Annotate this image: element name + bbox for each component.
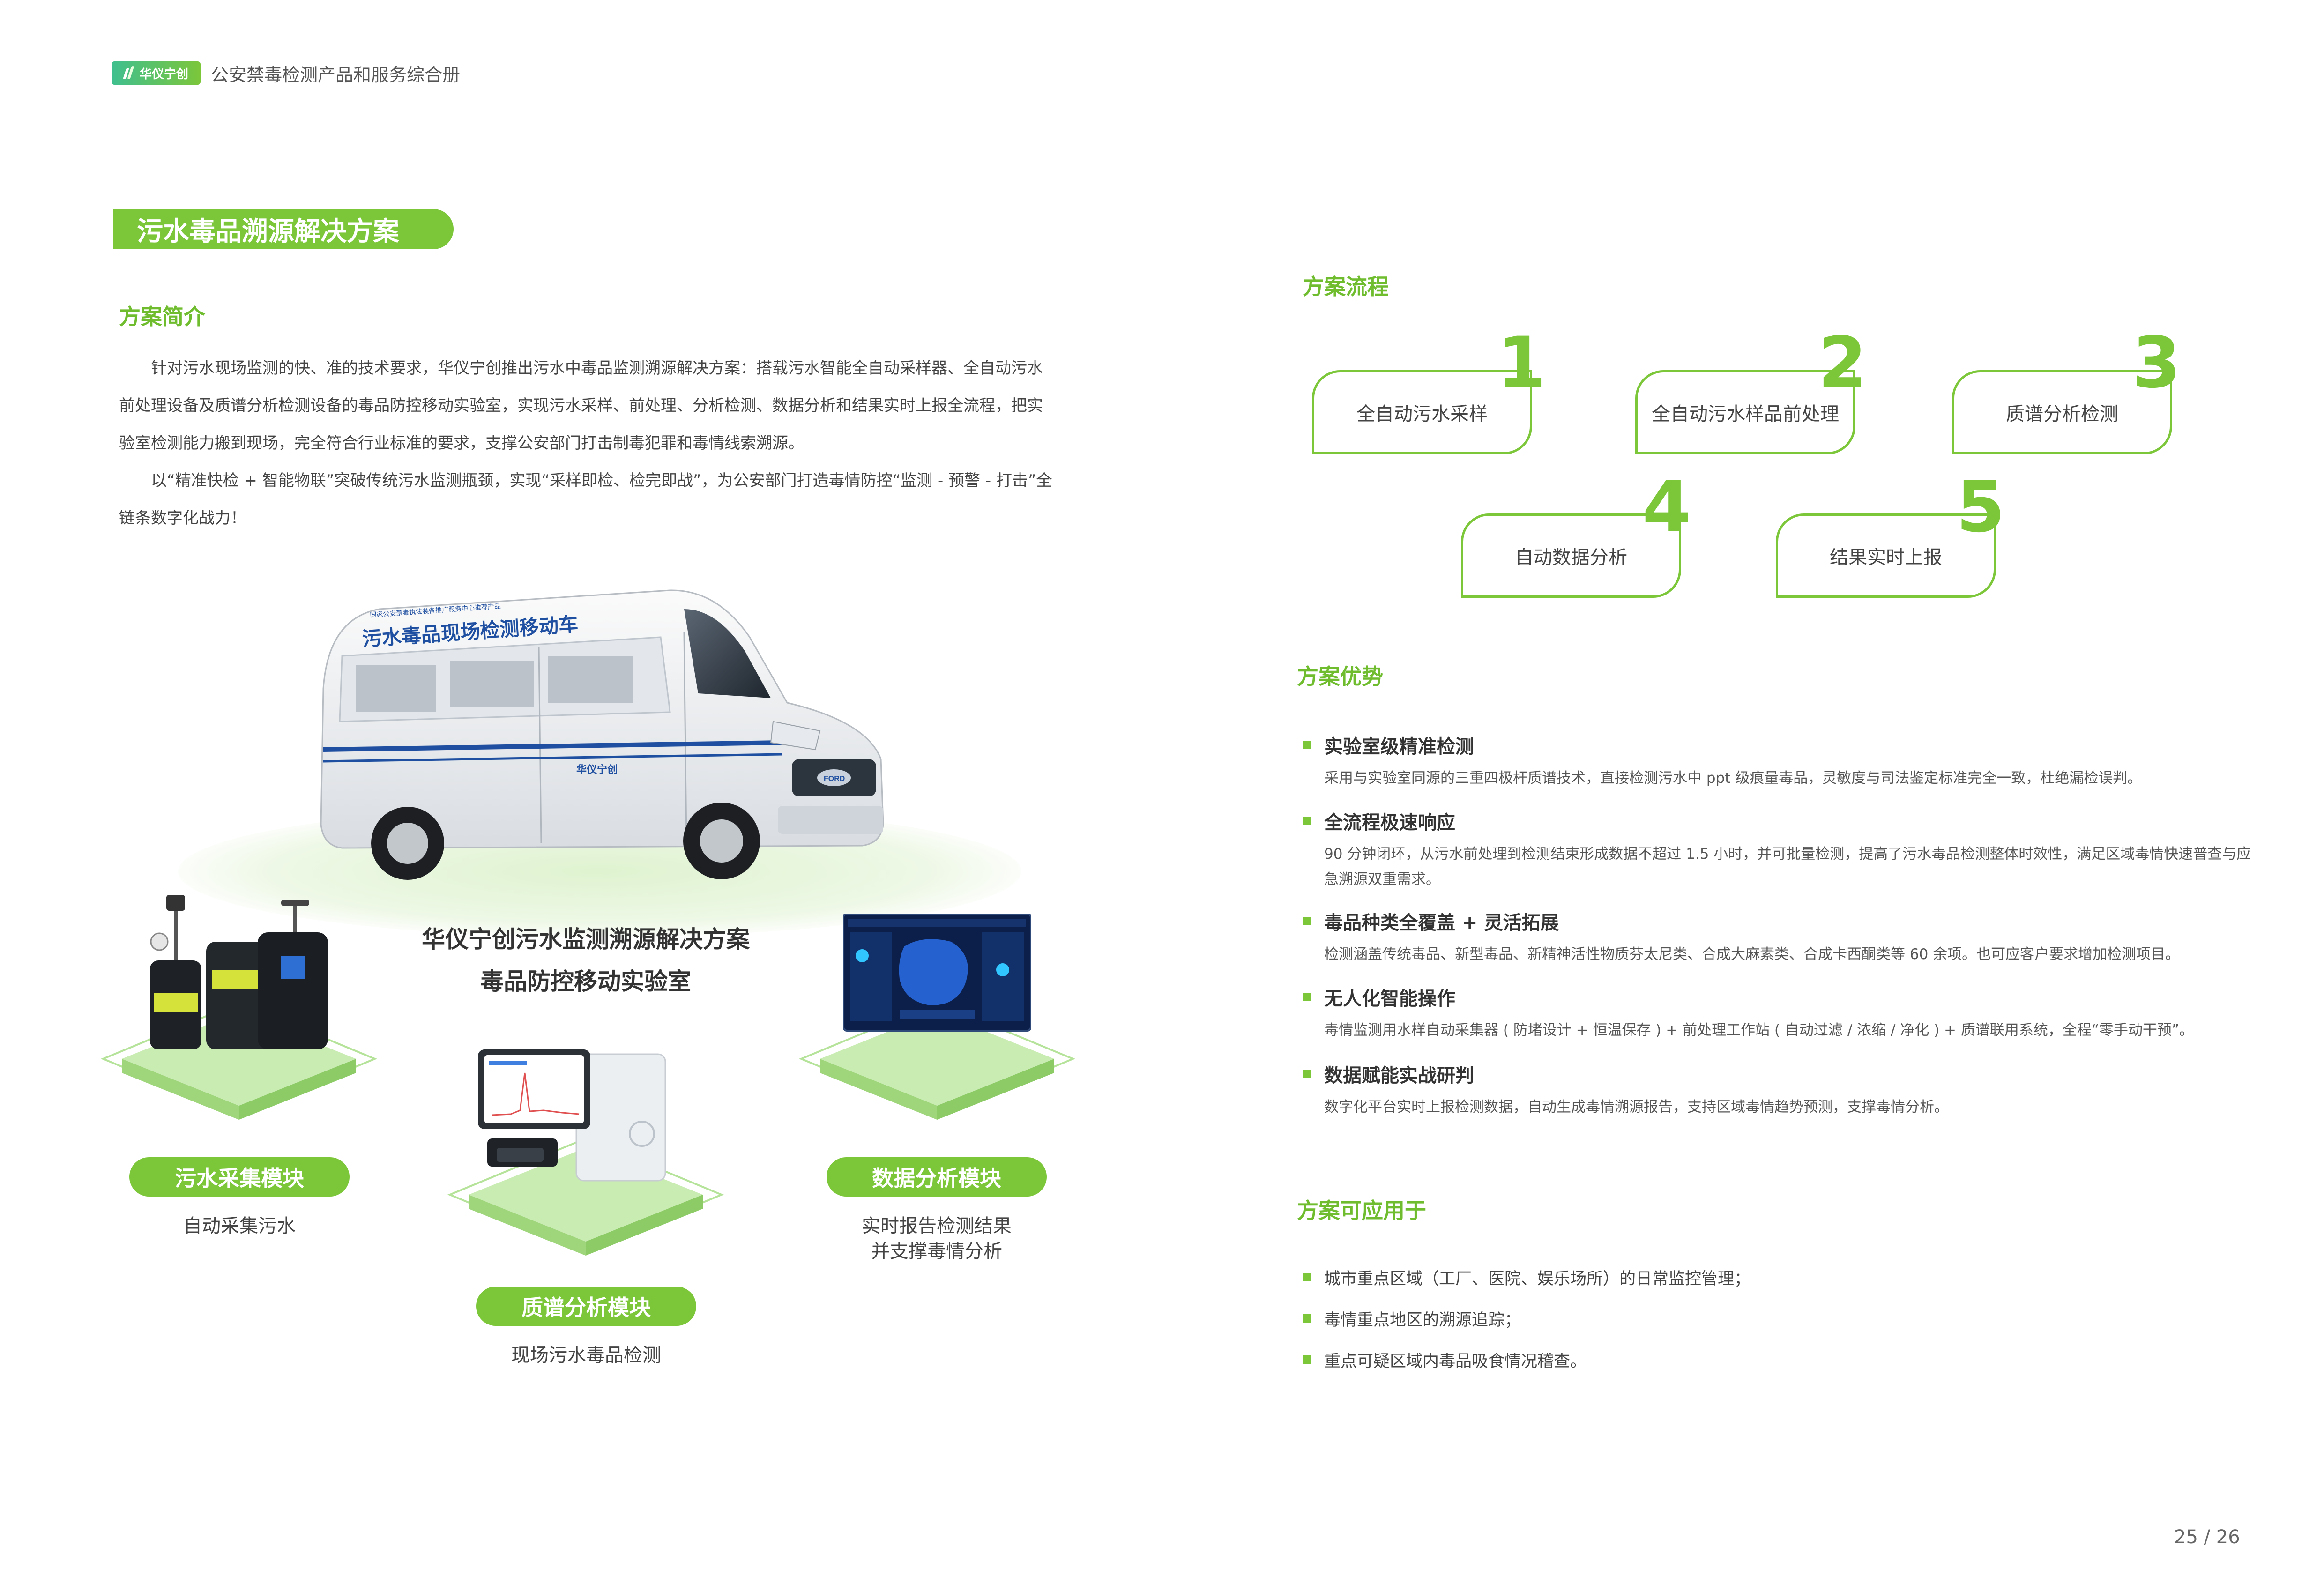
advantage-item: 毒品种类全覆盖 + 灵活拓展 检测涵盖传统毒品、新型毒品、新精神活性物质芬太尼类… (1303, 907, 2258, 967)
process-step-4: 自动数据分析 (1461, 513, 1681, 598)
application-text: 城市重点区域（工厂、医院、娱乐场所）的日常监控管理； (1324, 1269, 1751, 1288)
module-desc-mass-spec: 现场污水毒品检测 (511, 1345, 661, 1366)
advantage-body: 采用与实验室同源的三重四极杆质谱技术，直接检测污水中 ppt 级痕量毒品，灵敏度… (1324, 770, 2142, 787)
process-step-label: 全自动污水样品前处理 (1652, 403, 1839, 425)
module-label-mass-spec: 质谱分析模块 (476, 1287, 696, 1326)
logo-text: 华仪宁创 (139, 67, 188, 82)
advantage-title: 无人化智能操作 (1324, 988, 1455, 1010)
intro-text: 针对污水现场监测的快、准的技术要求，华仪宁创推出污水中毒品监测溯源解决方案：搭载… (119, 350, 1056, 528)
process-step-label: 结果实时上报 (1830, 547, 1942, 568)
square-bullet-icon (1303, 1314, 1311, 1323)
module-label-data-analysis: 数据分析模块 (827, 1157, 1047, 1197)
page-header: 华仪宁创 公安禁毒检测产品和服务综合册 (112, 60, 460, 86)
module-label-sampling: 污水采集模块 (129, 1157, 350, 1197)
advantage-title: 数据赋能实战研判 (1324, 1065, 1474, 1086)
advantage-item: 数据赋能实战研判 数字化平台实时上报检测数据，自动生成毒情溯源报告，支持区域毒情… (1303, 1060, 2258, 1120)
advantage-title: 实验室级精准检测 (1324, 736, 1474, 758)
process-step-number: 3 (2132, 322, 2181, 404)
process-step-label: 质谱分析检测 (2006, 403, 2118, 425)
application-item: 重点可疑区域内毒品吸食情况稽查。 (1303, 1346, 1587, 1374)
intro-paragraph-2: 以“精准快检 + 智能物联”突破传统污水监测瓶颈，实现“采样即检、检完即战”，为… (119, 471, 1052, 528)
square-bullet-icon (1303, 993, 1311, 1001)
applications-heading: 方案可应用于 (1297, 1198, 1426, 1223)
logo-mark-icon (124, 66, 136, 80)
advantage-item: 实验室级精准检测 采用与实验室同源的三重四极杆质谱技术，直接检测污水中 ppt … (1303, 731, 2258, 791)
advantages-heading: 方案优势 (1297, 664, 1383, 689)
advantage-body: 90 分钟闭环，从污水前处理到检测结束形成数据不超过 1.5 小时，并可批量检测… (1324, 846, 2251, 888)
application-text: 重点可疑区域内毒品吸食情况稽查。 (1324, 1352, 1587, 1371)
solution-title-line-1: 华仪宁创污水监测溯源解决方案 (422, 926, 750, 953)
application-text: 毒情重点地区的溯源追踪； (1324, 1310, 1521, 1330)
process-step-number: 2 (1818, 322, 1867, 404)
advantage-body: 数字化平台实时上报检测数据，自动生成毒情溯源报告，支持区域毒情趋势预测，支撑毒情… (1324, 1099, 1949, 1116)
advantage-title: 全流程极速响应 (1324, 812, 1455, 833)
section-title: 污水毒品溯源解决方案 (118, 209, 454, 249)
brochure-title: 公安禁毒检测产品和服务综合册 (211, 64, 461, 85)
square-bullet-icon (1303, 817, 1311, 825)
square-bullet-icon (1303, 1070, 1311, 1078)
process-step-3: 质谱分析检测 (1952, 370, 2172, 454)
application-item: 城市重点区域（工厂、医院、娱乐场所）的日常监控管理； (1303, 1263, 1750, 1291)
process-heading: 方案流程 (1303, 274, 1389, 299)
mass-spectrometer-image (478, 1049, 666, 1182)
intro-paragraph-1: 针对污水现场监测的快、准的技术要求，华仪宁创推出污水中毒品监测溯源解决方案：搭载… (119, 359, 1043, 453)
process-step-number: 5 (1956, 467, 2005, 548)
page-number: 25 / 26 (2174, 1526, 2240, 1548)
process-step-number: 4 (1642, 467, 1691, 548)
mobile-lab-van-image: 国家公安禁毒执法装备推广服务中心推荐产品 污水毒品现场检测移动车 华仪宁创 FO… (320, 589, 884, 880)
process-step-number: 1 (1497, 322, 1546, 404)
process-step-2: 全自动污水样品前处理 (1635, 370, 1855, 454)
data-dashboard-image (843, 914, 1031, 1032)
square-bullet-icon (1303, 1355, 1311, 1364)
advantage-body: 检测涵盖传统毒品、新型毒品、新精神活性物质芬太尼类、合成大麻素类、合成卡西酮类等… (1324, 946, 2180, 963)
module-desc-sampling: 自动采集污水 (183, 1215, 296, 1237)
advantage-title: 毒品种类全覆盖 + 灵活拓展 (1324, 912, 1559, 934)
module-desc-data-analysis: 实时报告检测结果 并支撑毒情分析 (862, 1215, 1012, 1262)
application-item: 毒情重点地区的溯源追踪； (1303, 1304, 1521, 1332)
advantage-item: 无人化智能操作 毒情监测用水样自动采集器 ( 防堵设计 + 恒温保存 ) + 前… (1303, 983, 2258, 1043)
brand-logo: 华仪宁创 (112, 61, 201, 85)
process-step-label: 全自动污水采样 (1356, 403, 1488, 425)
square-bullet-icon (1303, 1273, 1311, 1281)
intro-heading: 方案简介 (119, 304, 205, 329)
solution-title: 华仪宁创污水监测溯源解决方案 毒品防控移动实验室 (384, 918, 787, 1003)
process-step-1: 全自动污水采样 (1312, 370, 1532, 454)
process-step-label: 自动数据分析 (1515, 547, 1627, 568)
advantage-body: 毒情监测用水样自动采集器 ( 防堵设计 + 恒温保存 ) + 前处理工作站 ( … (1324, 1022, 2194, 1039)
advantage-item: 全流程极速响应 90 分钟闭环，从污水前处理到检测结束形成数据不超过 1.5 小… (1303, 807, 2258, 892)
square-bullet-icon (1303, 741, 1311, 749)
van-front-badge: FORD (824, 775, 845, 783)
van-side-logo: 华仪宁创 (576, 764, 618, 775)
square-bullet-icon (1303, 917, 1311, 925)
solution-title-line-2: 毒品防控移动实验室 (480, 968, 691, 995)
platform-data-analysis (798, 1001, 1076, 1120)
sewage-sampler-image (150, 895, 328, 1049)
process-step-5: 结果实时上报 (1776, 513, 1996, 598)
